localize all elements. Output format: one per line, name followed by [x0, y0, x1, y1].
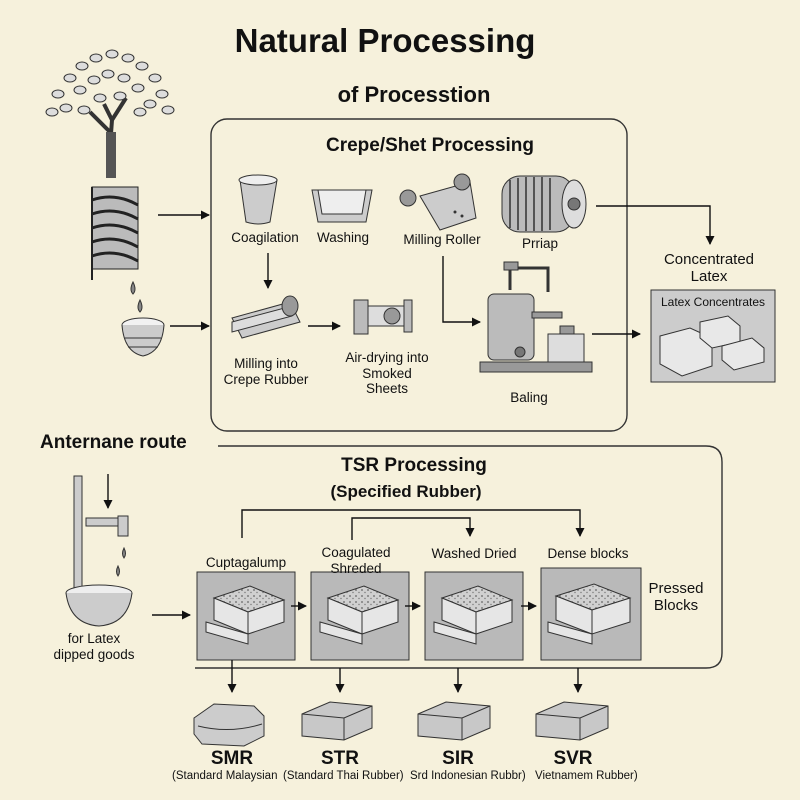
dipping-bowl-icon: [65, 584, 133, 627]
concentrated-latex-heading: Concentrated Latex: [663, 251, 755, 286]
tsr-heading: TSR Processing: [341, 455, 487, 476]
milling-roller-icon: [399, 173, 477, 231]
dryer-drum-icon: [501, 175, 587, 233]
grade-svr: SVR: [553, 748, 593, 769]
baling-machine-icon: [479, 261, 593, 373]
tsr-step-cuplump: Cuptagalump: [205, 555, 287, 570]
tsr-blocks: [196, 567, 642, 661]
tap-icon: [73, 475, 129, 607]
crepe-heading: Crepe/Shet Processing: [325, 135, 535, 156]
grade-sir: SIR: [442, 748, 474, 769]
grade-str-full: (Standard Thai Rubber): [283, 770, 404, 782]
tapped-bark-icon: [91, 186, 139, 280]
grade-bales: [193, 701, 609, 747]
smr-bale-icon: [193, 703, 265, 747]
grade-svr-full: Vietnamem Rubber): [535, 770, 638, 782]
pressed-blocks-label: Pressed Blocks: [648, 580, 704, 615]
coagulation-label: Coagilation: [231, 230, 299, 245]
latex-concentrates-label: Latex Concentrates: [660, 295, 766, 309]
sheet-press-icon: [353, 299, 413, 335]
grade-str: STR: [321, 748, 359, 769]
tsr-panel: [195, 445, 723, 669]
crepe-roll-icon: [231, 295, 301, 339]
latex-cup-icon: [121, 317, 165, 357]
baling-label: Baling: [510, 390, 548, 405]
crepe-panel: [210, 118, 628, 432]
grade-sir-full: Srd Indonesian Rubbr): [410, 770, 526, 782]
latex-concentrates-box: [650, 289, 776, 383]
tsr-subheading: (Specified Rubber): [330, 482, 482, 501]
tsr-distribution-arrows: [241, 509, 585, 540]
washing-label: Washing: [316, 230, 370, 245]
str-bale-icon: [301, 701, 373, 741]
alternate-route-label: Anternane route: [40, 432, 187, 453]
rubber-tree-icon: [45, 49, 175, 178]
air-drying-label: Air-drying into Smoked Sheets: [345, 350, 429, 397]
grade-smr: SMR: [210, 748, 254, 769]
grade-smr-full: (Standard Malaysian: [172, 770, 278, 782]
latex-dipped-goods-label: for Latex dipped goods: [53, 631, 135, 662]
arrow-dryer-to-concentrated: [596, 205, 715, 245]
page-title: Natural Processing: [234, 22, 536, 59]
svr-bale-icon: [535, 701, 609, 741]
washing-tray-icon: [311, 189, 373, 223]
grade-arrows: [227, 660, 583, 693]
page-subtitle: of Processtion: [337, 82, 491, 107]
tsr-step-washed-dried: Washed Dried: [431, 546, 517, 561]
sir-bale-icon: [417, 701, 491, 741]
tsr-step-dense-blocks: Dense blocks: [547, 546, 629, 561]
dryer-label: Prriap: [521, 236, 559, 251]
milling-crepe-label: Milling into Crepe Rubber: [223, 356, 309, 387]
tsr-step-shredded: Coagulated Shreded: [321, 545, 391, 576]
milling-roller-label: Milling Roller: [403, 232, 481, 247]
latex-drop-icon: [130, 280, 143, 313]
arrow-roller-to-baling: [442, 256, 481, 327]
coagulation-cup-icon: [238, 174, 278, 225]
